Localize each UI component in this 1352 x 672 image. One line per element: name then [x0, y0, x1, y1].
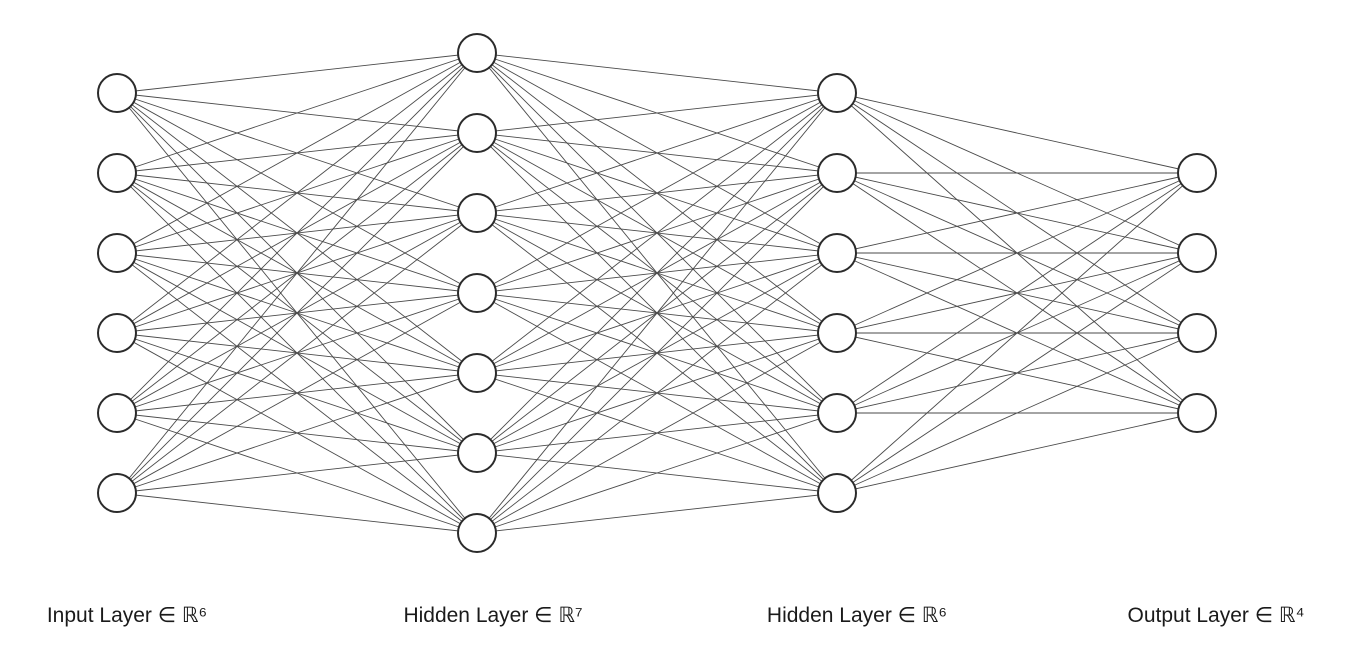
node-hidden-2-2	[817, 153, 857, 193]
edge-hidden-1-7-to-hidden-2-3	[476, 252, 838, 534]
node-hidden-2-5	[817, 393, 857, 433]
edge-input-2-to-hidden-1-1	[116, 52, 478, 174]
edge-hidden-1-2-to-hidden-2-1	[476, 92, 838, 134]
edge-hidden-2-3-to-output-1	[836, 172, 1198, 254]
node-hidden-1-7	[457, 513, 497, 553]
node-output-3	[1177, 313, 1217, 353]
edge-input-6-to-hidden-1-4	[116, 292, 478, 494]
neurons	[97, 33, 1217, 553]
layer-label-output: Output Layer ∈ ℝ⁴	[1127, 604, 1304, 627]
edge-input-1-to-hidden-1-1	[116, 52, 478, 94]
edge-hidden-1-7-to-hidden-2-5	[476, 412, 838, 534]
edge-hidden-2-6-to-output-2	[836, 252, 1198, 494]
edge-hidden-1-1-to-hidden-2-1	[476, 52, 838, 94]
node-hidden-2-1	[817, 73, 857, 113]
edge-hidden-1-5-to-hidden-2-1	[476, 92, 838, 374]
node-hidden-1-6	[457, 433, 497, 473]
layer-label-hidden-1: Hidden Layer ∈ ℝ⁷	[403, 604, 582, 627]
node-hidden-2-6	[817, 473, 857, 513]
edge-input-6-to-hidden-1-3	[116, 212, 478, 494]
edge-input-6-to-hidden-1-6	[116, 452, 478, 494]
edge-hidden-2-6-to-output-4	[836, 412, 1198, 494]
node-hidden-1-1	[457, 33, 497, 73]
connections	[116, 52, 1198, 534]
node-hidden-1-4	[457, 273, 497, 313]
edge-hidden-1-7-to-hidden-2-2	[476, 172, 838, 534]
node-output-1	[1177, 153, 1217, 193]
node-hidden-2-3	[817, 233, 857, 273]
edge-input-6-to-hidden-1-7	[116, 492, 478, 534]
edge-hidden-1-7-to-hidden-2-4	[476, 332, 838, 534]
edge-input-3-to-hidden-1-1	[116, 52, 478, 254]
edge-hidden-2-1-to-output-1	[836, 92, 1198, 174]
node-input-3	[97, 233, 137, 273]
edge-hidden-2-4-to-output-1	[836, 172, 1198, 334]
node-hidden-2-4	[817, 313, 857, 353]
node-output-2	[1177, 233, 1217, 273]
node-hidden-1-5	[457, 353, 497, 393]
edge-hidden-1-4-to-hidden-2-1	[476, 92, 838, 294]
edge-hidden-1-6-to-hidden-2-1	[476, 92, 838, 454]
edge-input-6-to-hidden-1-1	[116, 52, 478, 494]
edge-hidden-2-6-to-output-1	[836, 172, 1198, 494]
node-input-2	[97, 153, 137, 193]
layer-label-hidden-2: Hidden Layer ∈ ℝ⁶	[767, 604, 947, 627]
edge-input-6-to-hidden-1-5	[116, 372, 478, 494]
node-hidden-1-2	[457, 113, 497, 153]
node-input-1	[97, 73, 137, 113]
edge-input-4-to-hidden-1-1	[116, 52, 478, 334]
node-input-5	[97, 393, 137, 433]
edge-input-6-to-hidden-1-2	[116, 132, 478, 494]
node-input-4	[97, 313, 137, 353]
edge-hidden-2-5-to-output-1	[836, 172, 1198, 414]
edge-input-5-to-hidden-1-1	[116, 52, 478, 414]
node-input-6	[97, 473, 137, 513]
layer-labels: Input Layer ∈ ℝ⁶ Hidden Layer ∈ ℝ⁷ Hidde…	[47, 604, 1305, 627]
node-hidden-1-3	[457, 193, 497, 233]
edge-hidden-2-6-to-output-3	[836, 332, 1198, 494]
edge-hidden-1-3-to-hidden-2-1	[476, 92, 838, 214]
layer-label-input: Input Layer ∈ ℝ⁶	[47, 604, 207, 627]
node-output-4	[1177, 393, 1217, 433]
edge-hidden-1-7-to-hidden-2-1	[476, 92, 838, 534]
edge-hidden-1-7-to-hidden-2-6	[476, 492, 838, 534]
